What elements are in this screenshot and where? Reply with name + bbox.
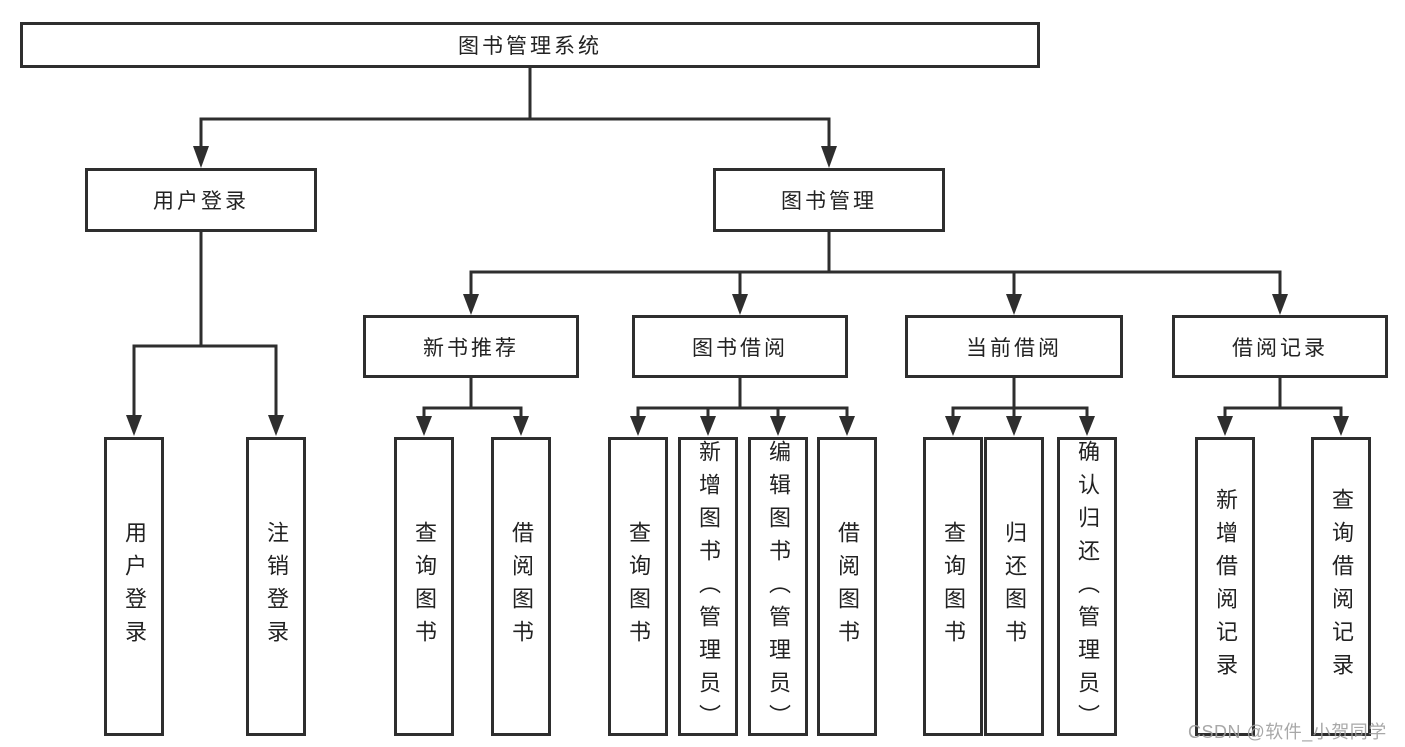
node-book-management: 图书管理 xyxy=(713,168,945,232)
leaf-borrowing-edit-books-admin-label: 编辑图书（管理员） xyxy=(766,440,791,737)
leaf-records-query-borrow-record-label: 查询借阅记录 xyxy=(1329,487,1354,686)
node-current-borrowing-label: 当前借阅 xyxy=(966,336,1062,360)
leaf-newrec-query-books-label: 查询图书 xyxy=(412,520,437,653)
leaf-records-add-borrow-record: 新增借阅记录 xyxy=(1195,437,1255,736)
leaf-logout-label: 注销登录 xyxy=(264,520,289,653)
leaf-borrowing-add-books-admin: 新增图书（管理员） xyxy=(678,437,738,737)
leaf-borrowing-borrow-books-label: 借阅图书 xyxy=(835,520,860,653)
leaf-newrec-query-books: 查询图书 xyxy=(394,437,454,736)
leaf-borrowing-add-books-admin-label: 新增图书（管理员） xyxy=(696,440,721,737)
leaf-user-login: 用户登录 xyxy=(104,437,164,736)
node-borrowing-records-label: 借阅记录 xyxy=(1232,336,1328,360)
leaf-current-query-books-label: 查询图书 xyxy=(941,520,966,653)
node-root-library-system: 图书管理系统 xyxy=(20,22,1040,68)
leaf-current-query-books: 查询图书 xyxy=(923,437,983,736)
leaf-records-add-borrow-record-label: 新增借阅记录 xyxy=(1213,487,1238,686)
leaf-current-return-books: 归还图书 xyxy=(984,437,1044,736)
node-book-management-label: 图书管理 xyxy=(781,190,877,213)
node-new-book-recommendation: 新书推荐 xyxy=(363,315,579,378)
node-borrowing-records: 借阅记录 xyxy=(1172,315,1388,378)
leaf-current-return-books-label: 归还图书 xyxy=(1002,520,1027,653)
leaf-newrec-borrow-books-label: 借阅图书 xyxy=(509,520,534,653)
leaf-borrowing-borrow-books: 借阅图书 xyxy=(817,437,877,736)
leaf-borrowing-query-books: 查询图书 xyxy=(608,437,668,736)
node-book-borrowing: 图书借阅 xyxy=(632,315,848,378)
leaf-logout: 注销登录 xyxy=(246,437,306,736)
node-user-login-label: 用户登录 xyxy=(153,190,249,213)
leaf-borrowing-edit-books-admin: 编辑图书（管理员） xyxy=(748,437,808,737)
leaf-records-query-borrow-record: 查询借阅记录 xyxy=(1311,437,1371,736)
node-book-borrowing-label: 图书借阅 xyxy=(692,336,788,360)
leaf-current-confirm-return-admin-label: 确认归还（管理员） xyxy=(1075,440,1100,737)
node-user-login: 用户登录 xyxy=(85,168,317,232)
leaf-user-login-label: 用户登录 xyxy=(122,520,147,653)
node-new-book-recommendation-label: 新书推荐 xyxy=(423,336,519,360)
node-root-label: 图书管理系统 xyxy=(458,35,602,58)
leaf-borrowing-query-books-label: 查询图书 xyxy=(626,520,651,653)
node-current-borrowing: 当前借阅 xyxy=(905,315,1123,378)
leaf-current-confirm-return-admin: 确认归还（管理员） xyxy=(1057,437,1117,737)
watermark: CSDN @软件_小贺同学 xyxy=(1188,722,1387,742)
leaf-newrec-borrow-books: 借阅图书 xyxy=(491,437,551,736)
